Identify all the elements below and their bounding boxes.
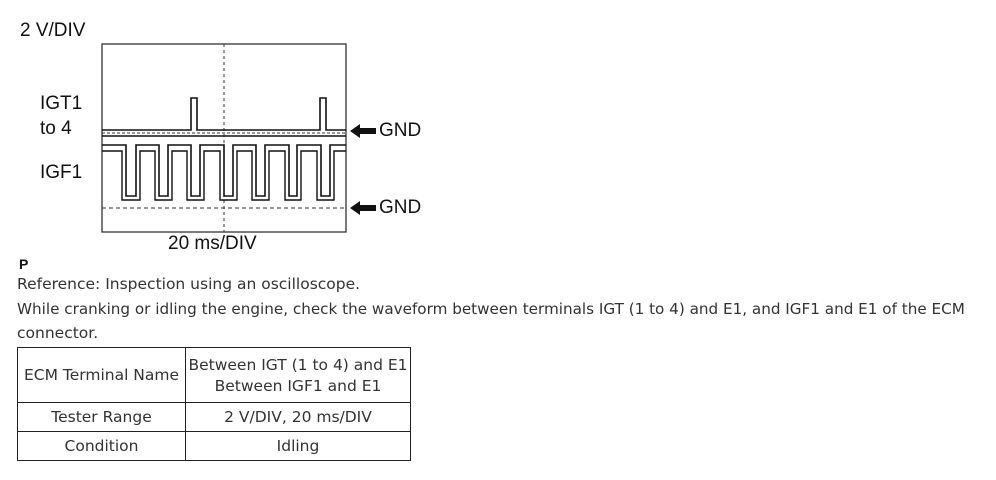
igt-gnd-arrow-icon (350, 124, 376, 138)
terminal-name-label: ECM Terminal Name (17, 347, 186, 403)
igf-waveform-inner (102, 150, 346, 201)
terminal-name-value-line1: Between IGT (1 to 4) and E1 (188, 355, 408, 374)
tester-range-value: 2 V/DIV, 20 ms/DIV (185, 402, 411, 432)
table-row: ECM Terminal Name Between IGT (1 to 4) a… (17, 347, 411, 403)
igf-gnd-arrow-icon (350, 201, 376, 215)
tester-range-label: Tester Range (17, 402, 186, 432)
voltage-scale-label: 2 V/DIV (20, 20, 86, 41)
instruction-text-line2: connector. (17, 324, 99, 342)
figure-letter: P (19, 256, 29, 272)
terminal-name-value: Between IGT (1 to 4) and E1 Between IGF1… (185, 347, 411, 403)
scope-screen-frame (101, 43, 347, 233)
igt-label-line2: to 4 (40, 118, 72, 139)
terminal-name-value-line2: Between IGF1 and E1 (214, 376, 382, 395)
igt-waveform (102, 97, 346, 131)
table-row: Condition Idling (17, 431, 411, 461)
spec-table: ECM Terminal Name Between IGT (1 to 4) a… (17, 347, 411, 461)
igf-gnd-label: GND (379, 197, 422, 218)
instruction-text-line1: While cranking or idling the engine, che… (17, 300, 965, 318)
condition-label: Condition (17, 431, 186, 461)
igf-waveform (102, 144, 346, 197)
igt-label-line1: IGT1 (40, 93, 83, 114)
time-scale-label: 20 ms/DIV (168, 233, 257, 254)
reference-text: Reference: Inspection using an oscillosc… (17, 275, 361, 293)
igt-gnd-label: GND (379, 120, 422, 141)
table-row: Tester Range 2 V/DIV, 20 ms/DIV (17, 402, 411, 432)
oscilloscope-waveform (101, 43, 376, 233)
condition-value: Idling (185, 431, 411, 461)
igf-label: IGF1 (40, 162, 83, 183)
